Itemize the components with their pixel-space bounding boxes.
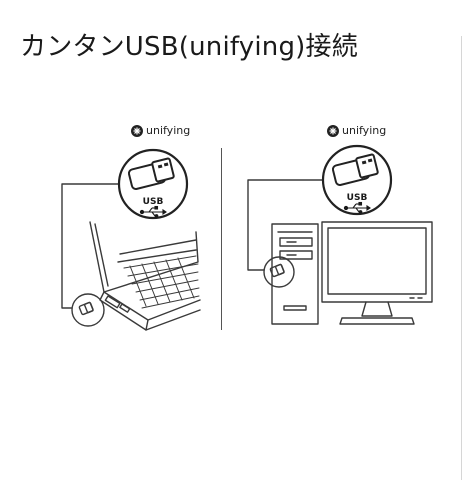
usb-symbol-icon xyxy=(343,201,371,214)
laptop-usb-bubble: USB xyxy=(117,148,189,220)
unifying-logo-icon xyxy=(327,124,339,137)
page-title: カンタンUSB(unifying)接続 xyxy=(20,32,358,62)
desktop-brand-logo: unifying xyxy=(327,124,386,137)
right-divider xyxy=(461,36,462,480)
usb-receiver-icon xyxy=(127,157,175,190)
panel-divider xyxy=(221,148,222,330)
usb-label: USB xyxy=(347,193,368,203)
desktop-illustration xyxy=(263,221,433,325)
brand-label: unifying xyxy=(342,124,387,137)
desktop-leader-line xyxy=(247,179,327,271)
unifying-logo-icon xyxy=(131,124,143,137)
usb-label: USB xyxy=(143,197,164,207)
laptop-leader-line xyxy=(61,183,134,309)
desktop-usb-bubble: USB xyxy=(321,144,393,216)
brand-label: unifying xyxy=(146,124,191,137)
laptop-illustration xyxy=(71,221,201,331)
usb-receiver-icon xyxy=(331,153,379,186)
laptop-brand-logo: unifying xyxy=(131,124,190,137)
usb-symbol-icon xyxy=(139,205,167,218)
